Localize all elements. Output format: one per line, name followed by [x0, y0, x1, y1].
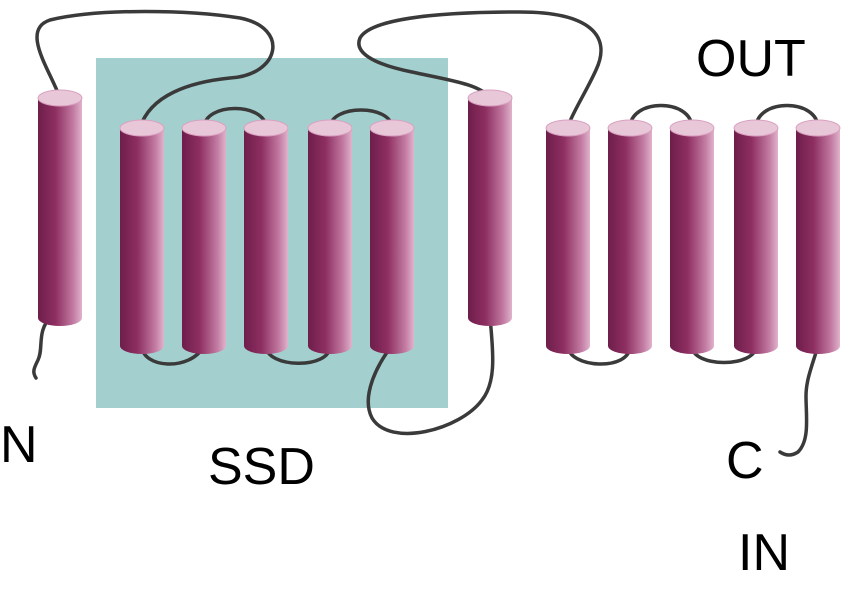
- helix-2: [119, 119, 165, 354]
- helix-top-cap: [795, 119, 841, 137]
- loop-h1-h2: [35, 9, 275, 130]
- out-label: OUT: [696, 30, 806, 88]
- helix-top-cap: [119, 119, 165, 137]
- helix-body: [244, 128, 288, 354]
- helix-body: [468, 98, 512, 326]
- helix-8: [545, 119, 591, 354]
- helices: [37, 89, 841, 354]
- in-label: IN: [738, 524, 790, 582]
- helix-body: [308, 128, 352, 354]
- helix-5: [307, 119, 353, 354]
- helix-body: [546, 128, 590, 354]
- helix-1: [37, 89, 83, 326]
- loop-h6-h7: [366, 314, 495, 436]
- helix-top-cap: [545, 119, 591, 137]
- c-terminal-tail: [778, 344, 820, 457]
- helix-10: [669, 119, 715, 354]
- helix-4: [243, 119, 289, 354]
- helix-top-cap: [243, 119, 289, 137]
- helix-top-cap: [669, 119, 715, 137]
- helix-top-cap: [37, 89, 83, 107]
- n-terminus-label: N: [0, 416, 38, 474]
- ssd-label: SSD: [208, 438, 315, 496]
- helix-body: [796, 128, 840, 354]
- helix-body: [734, 128, 778, 354]
- helix-top-cap: [307, 119, 353, 137]
- helix-11: [733, 119, 779, 354]
- n-terminal-tail: [32, 314, 54, 380]
- helix-7: [467, 89, 513, 326]
- loop-h9-h10: [628, 103, 694, 130]
- helix-top-cap: [467, 89, 513, 107]
- helix-body: [608, 128, 652, 354]
- helix-9: [607, 119, 653, 354]
- helix-6: [369, 119, 415, 354]
- helix-body: [182, 128, 226, 354]
- loop-h7-h8: [357, 10, 603, 128]
- helix-body: [120, 128, 164, 354]
- helix-body: [670, 128, 714, 354]
- c-terminus-label: C: [726, 432, 764, 490]
- helix-top-cap: [369, 119, 415, 137]
- helix-body: [38, 98, 82, 326]
- helix-top-cap: [607, 119, 653, 137]
- helix-top-cap: [181, 119, 227, 137]
- helix-top-cap: [733, 119, 779, 137]
- loop-h11-h12: [754, 103, 820, 130]
- helix-body: [370, 128, 414, 354]
- helix-12: [795, 119, 841, 354]
- helix-3: [181, 119, 227, 354]
